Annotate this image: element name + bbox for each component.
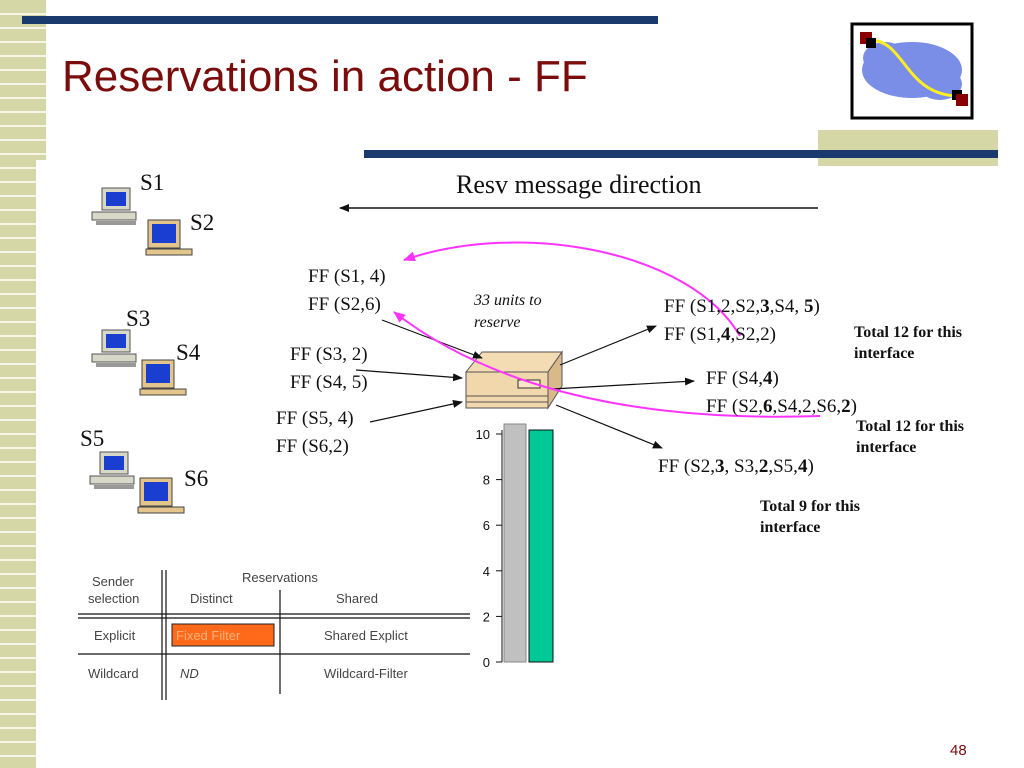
flow-spec-bold: 3 — [760, 296, 770, 317]
table-cell-shared-explicit: Shared Explict — [324, 628, 408, 643]
flow-spec-bold: 2 — [841, 396, 851, 417]
flow-spec: FF (S6,2) — [276, 436, 349, 457]
flow-spec-out: FF (S1,4,S2,2) — [664, 324, 776, 346]
chart-tick-label: 2 — [483, 609, 490, 624]
fixed-filter-highlight — [171, 623, 275, 647]
flow-spec-part: ,S2,2) — [730, 324, 776, 345]
flow-spec-bold: 6 — [763, 396, 773, 417]
resv-direction-label: Resv message direction — [456, 170, 702, 199]
host-label-s3: S3 — [126, 306, 151, 331]
magenta-arrow-s2 — [393, 311, 821, 418]
left-stripe-decoration — [0, 0, 46, 768]
host-label-s6: S6 — [184, 466, 209, 491]
flow-spec-part: ,S5, — [768, 456, 798, 477]
interface-total-1: Total 12 for this interface — [854, 322, 962, 364]
table-header-shared: Shared — [336, 591, 378, 606]
interface-total-2: Total 12 for this interface — [856, 416, 964, 458]
flow-spec-bold: 4 — [797, 456, 808, 477]
router-icon — [464, 350, 563, 410]
network-cloud-logo-icon — [850, 22, 974, 120]
computer-s5-icon — [89, 451, 135, 489]
flow-spec-part: FF (S1,2,S2, — [664, 296, 761, 317]
host-label-s1: S1 — [140, 170, 165, 195]
top-navy-bar — [22, 16, 658, 24]
flow-spec-part: ) — [850, 396, 857, 417]
computer-s1-icon — [91, 187, 137, 225]
computer-s4-icon — [139, 359, 187, 396]
table-header-sender: Sender — [92, 574, 134, 589]
page-number: 48 — [950, 742, 967, 759]
units-note-line1: 33 units to — [474, 292, 542, 309]
flow-spec: FF (S1, 4) — [308, 266, 386, 287]
flow-spec-part: FF (S1, — [664, 324, 722, 345]
computer-s6-icon — [137, 477, 185, 514]
slide-title: Reservations in action - FF — [62, 52, 588, 101]
flow-spec-part: FF (S2, — [706, 396, 764, 417]
computer-s2-icon — [145, 219, 193, 256]
chart-tick-label: 4 — [483, 564, 490, 579]
table-row-wildcard-label: Wildcard — [88, 666, 139, 681]
chart-tick-label: 8 — [483, 473, 490, 488]
flow-spec-bold: 4 — [721, 324, 731, 345]
flow-spec: FF (S4, 5) — [290, 372, 368, 393]
reservation-bar-chart: 0 2 4 6 8 10 — [476, 423, 554, 670]
total-line: interface — [854, 345, 915, 362]
flow-spec-part: , S3, — [724, 456, 759, 477]
chart-tick-label: 6 — [483, 518, 490, 533]
flow-spec: FF (S5, 4) — [276, 408, 354, 429]
flow-spec-bold: 4 — [763, 368, 773, 389]
flow-spec-part: FF (S4, — [706, 368, 764, 389]
flow-spec: FF (S2,6) — [308, 294, 381, 315]
table-header-reservations: Reservations — [242, 570, 318, 585]
table-cell-fixed-filter: Fixed Filter — [176, 628, 241, 643]
computer-s3-icon — [91, 329, 137, 367]
total-line: interface — [760, 519, 821, 536]
flow-spec-bold: 2 — [758, 456, 769, 477]
table-header-selection: selection — [88, 591, 140, 606]
chart-bar — [528, 429, 554, 663]
stripe-accent-block — [818, 130, 998, 166]
flow-spec-out: FF (S1,2,S2,3,S4, 5) — [664, 296, 820, 318]
total-line: Total 9 for this — [760, 498, 861, 515]
filter-table-lines — [78, 570, 470, 700]
flow-spec-out: FF (S4,4) — [706, 368, 779, 390]
flow-spec-out: FF (S2,3, S3,2,S5,4) — [658, 456, 814, 478]
magenta-arrow-s1 — [403, 241, 741, 337]
units-note-line2: reserve — [474, 314, 521, 331]
flow-spec-part: ) — [772, 368, 779, 389]
table-header-distinct: Distinct — [190, 591, 233, 606]
flow-spec-part: ,S4, — [769, 296, 804, 317]
chart-tick-label: 10 — [476, 427, 490, 442]
table-row-explicit-label: Explicit — [94, 628, 136, 643]
host-label-s2: S2 — [190, 210, 215, 235]
host-label-s4: S4 — [176, 340, 201, 365]
flow-arrows — [355, 319, 695, 449]
flow-spec-part: FF (S2, — [658, 456, 716, 477]
flow-spec-bold: 5 — [803, 296, 814, 317]
flow-spec-out: FF (S2,6,S4,2,S6,2) — [706, 396, 857, 418]
interface-total-3: Total 9 for this interface — [760, 496, 860, 538]
total-line: Total 12 for this — [854, 324, 963, 341]
total-line: interface — [856, 439, 917, 456]
flow-spec-part: ,S4,2,S6, — [772, 396, 842, 417]
flow-spec-part: ) — [807, 456, 814, 477]
table-cell-wildcard-filter: Wildcard-Filter — [324, 666, 408, 681]
chart-bar — [503, 423, 527, 663]
flow-spec-bold: 3 — [715, 456, 725, 477]
host-label-s5: S5 — [80, 426, 105, 451]
flow-spec-part: ) — [813, 296, 820, 317]
flow-spec: FF (S3, 2) — [290, 344, 368, 365]
units-to-reserve-note: 33 units to reserve — [474, 290, 542, 334]
chart-tick-label: 0 — [483, 655, 490, 670]
total-line: Total 12 for this — [856, 418, 965, 435]
table-cell-nd: ND — [180, 666, 199, 681]
